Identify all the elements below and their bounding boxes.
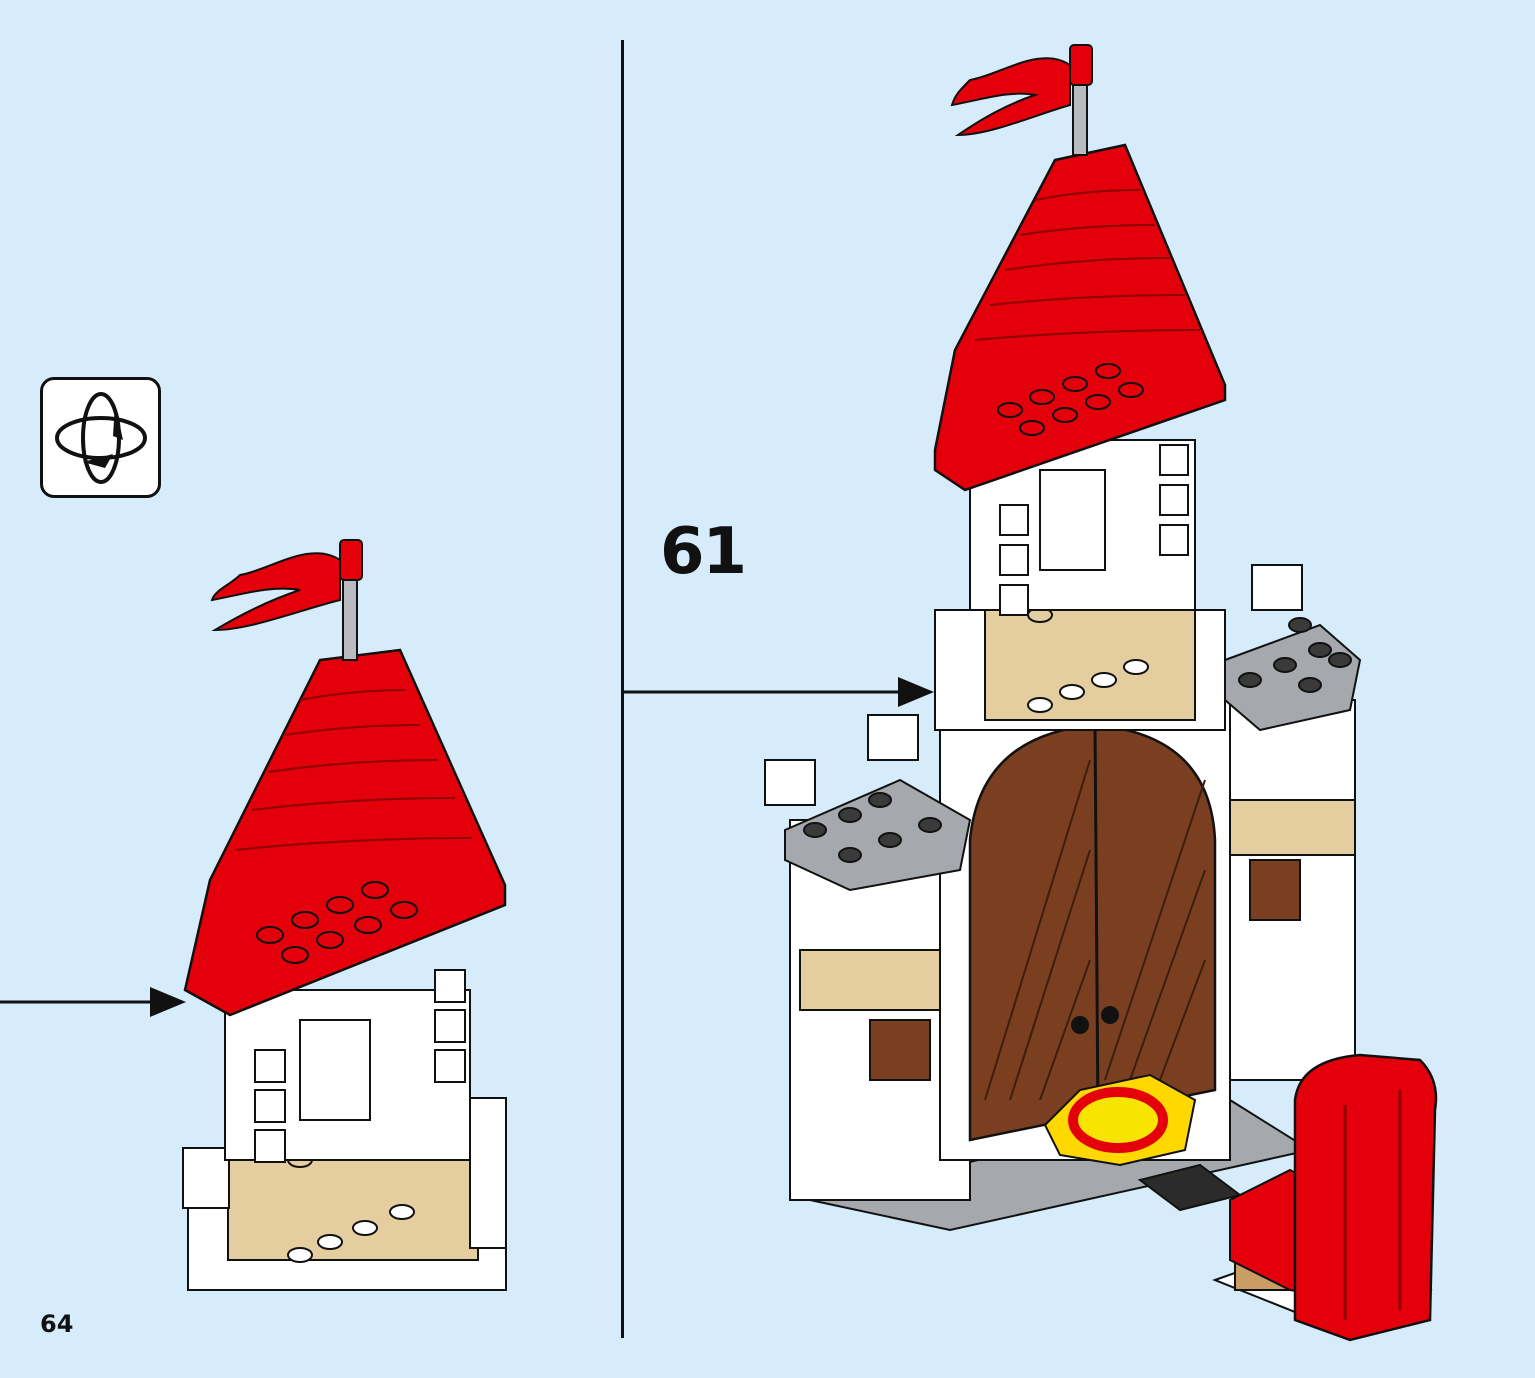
tower-window [299, 1019, 371, 1121]
right-tan-band [1219, 799, 1356, 856]
page-number: 64 [40, 1310, 74, 1338]
roof-tiles [234, 689, 473, 851]
right-battlement [1251, 564, 1303, 611]
side-block-right [469, 1097, 507, 1249]
sun-emblem [1068, 1087, 1168, 1153]
door-seam [1093, 724, 1100, 1116]
left-window [869, 1019, 931, 1081]
side-block-left [182, 1147, 230, 1209]
castle-roof [933, 143, 1227, 492]
page-divider [621, 40, 624, 1338]
door-handles [1071, 1006, 1119, 1034]
castle-assembly [764, 44, 1438, 1342]
flag-clip [339, 539, 363, 581]
left-battlement [764, 759, 816, 806]
roof-studs [256, 881, 418, 964]
upper-white-studs [1027, 659, 1149, 713]
upper-column-bricks [999, 444, 1189, 616]
left-turret-plate [784, 778, 972, 892]
upper-tower-window [1039, 469, 1106, 571]
rotate-model-icon [55, 392, 147, 484]
tower-subassembly [182, 539, 507, 1291]
turret-studs [803, 617, 1352, 863]
rotate-model-button [40, 377, 161, 498]
left-column-bricks [254, 1049, 286, 1163]
throne [1212, 1053, 1438, 1342]
castle-roof-tiles [974, 189, 1201, 341]
left-battlement-2 [867, 714, 919, 761]
right-window [1249, 859, 1301, 921]
flag [210, 552, 341, 632]
castle-doors [968, 723, 1217, 1142]
castle-roof-studs [997, 363, 1144, 436]
tower-roof [183, 648, 507, 1017]
door-planks [984, 759, 1206, 1101]
castle-flag [950, 57, 1071, 137]
white-studs [287, 1204, 415, 1263]
right-column-bricks [434, 969, 466, 1083]
walkway-tile [1137, 1163, 1243, 1212]
step-number: 61 [660, 515, 747, 589]
castle-flag-clip [1069, 44, 1093, 86]
